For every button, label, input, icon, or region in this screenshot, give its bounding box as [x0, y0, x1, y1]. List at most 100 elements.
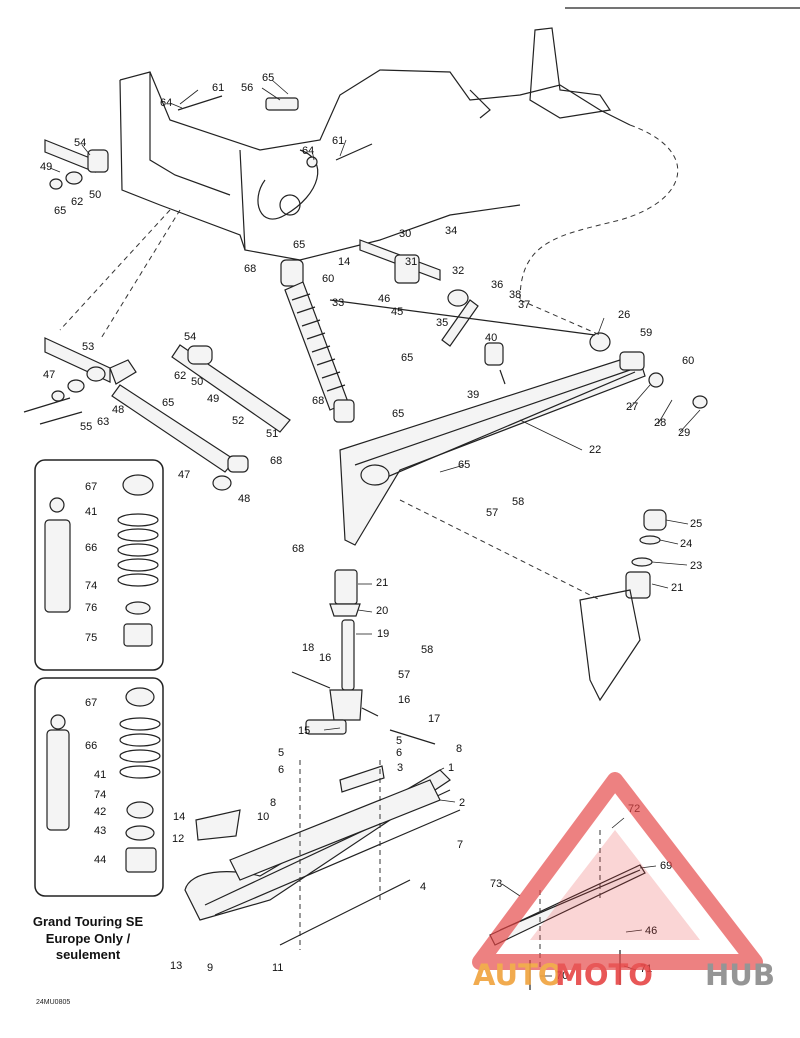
callout-29: 29	[678, 427, 690, 439]
callout-5: 5	[278, 747, 284, 759]
callout-48: 48	[112, 404, 124, 416]
callout-68b: 68	[312, 395, 324, 407]
callout-68: 68	[244, 263, 256, 275]
callout-6: 6	[278, 764, 284, 776]
callout-8b: 8	[456, 743, 462, 755]
callout-56: 56	[241, 82, 253, 94]
callout-66: 66	[85, 542, 97, 554]
callout-65b: 65	[262, 72, 274, 84]
ski-assembly	[184, 760, 461, 950]
callout-50: 50	[89, 189, 101, 201]
callout-76: 76	[85, 602, 97, 614]
center-link-assembly	[359, 239, 506, 385]
callout-3: 3	[397, 762, 403, 774]
callout-17: 17	[428, 713, 440, 725]
callout-30: 30	[399, 228, 411, 240]
callout-26: 26	[618, 309, 630, 321]
watermark-hub: HUB	[705, 958, 775, 992]
callout-10: 10	[257, 811, 269, 823]
callout-47b: 47	[178, 469, 190, 481]
callout-40: 40	[485, 332, 497, 344]
callout-11: 11	[272, 962, 283, 974]
inset-caption-line-3: seulement	[56, 947, 121, 962]
callout-61: 61	[212, 82, 224, 94]
callout-45: 45	[391, 306, 403, 318]
callout-62: 62	[71, 196, 83, 208]
callout-65c: 65	[293, 239, 305, 251]
callout-25: 25	[690, 518, 702, 530]
callout-4: 4	[420, 881, 426, 893]
callout-65d: 65	[162, 397, 174, 409]
callout-8: 8	[270, 797, 276, 809]
callout-32: 32	[452, 265, 464, 277]
callout-55: 55	[80, 421, 92, 433]
callout-16: 16	[319, 652, 331, 664]
callout-41b: 41	[94, 769, 106, 781]
callout-70: 70	[556, 970, 568, 982]
callout-62b: 62	[174, 370, 186, 382]
callout-41: 41	[85, 506, 97, 518]
callout-49: 49	[40, 161, 52, 173]
shock-absorber	[280, 259, 355, 423]
callout-23: 23	[690, 560, 702, 572]
trailing-arm	[329, 299, 708, 546]
spindle-assembly	[291, 569, 436, 745]
callout-54b: 54	[184, 331, 196, 343]
callout-60: 60	[322, 273, 334, 285]
callout-35: 35	[436, 317, 448, 329]
callout-7: 7	[457, 839, 463, 851]
upper-mounting-hardware	[44, 95, 373, 190]
inset-shock-variant-1	[34, 459, 164, 671]
callout-12: 12	[172, 833, 184, 845]
callout-2: 2	[459, 797, 465, 809]
callout-65g: 65	[458, 459, 470, 471]
callout-18: 18	[302, 642, 314, 654]
callout-20: 20	[376, 605, 388, 617]
callout-65f: 65	[401, 352, 413, 364]
callout-65e: 65	[392, 408, 404, 420]
callout-57: 57	[486, 507, 498, 519]
callout-16b: 16	[398, 694, 410, 706]
callout-14b: 14	[338, 256, 350, 268]
callout-65: 65	[54, 205, 66, 217]
callout-labels: 1 2 3 4 5 5 6 6 7 8 8 9 10 11 12 13 14 1…	[40, 72, 702, 982]
callout-37: 37	[518, 299, 530, 311]
automotohub-watermark: AUTO MOTO HUB	[472, 772, 775, 992]
callout-68c: 68	[270, 455, 282, 467]
callout-61b: 61	[332, 135, 344, 147]
callout-42: 42	[94, 806, 106, 818]
callout-58: 58	[512, 496, 524, 508]
callout-14: 14	[173, 811, 185, 823]
callout-46b: 46	[645, 925, 657, 937]
callout-74b: 74	[94, 789, 106, 801]
callout-13: 13	[170, 960, 182, 972]
callout-47: 47	[43, 369, 55, 381]
callout-75: 75	[85, 632, 97, 644]
callout-50b: 50	[191, 376, 203, 388]
callout-27: 27	[626, 401, 638, 413]
callout-21b: 21	[671, 582, 683, 594]
callout-31: 31	[405, 256, 417, 268]
callout-1: 1	[448, 762, 454, 774]
callout-67b: 67	[85, 697, 97, 709]
callout-44: 44	[94, 854, 106, 866]
callout-49b: 49	[207, 393, 219, 405]
leader-lines	[49, 79, 701, 977]
callout-5b: 5	[396, 735, 402, 747]
callout-67: 67	[85, 481, 97, 493]
callout-22: 22	[589, 444, 601, 456]
callout-63: 63	[97, 416, 109, 428]
callout-34: 34	[445, 225, 457, 237]
callout-21: 21	[376, 577, 388, 589]
callout-74: 74	[85, 580, 97, 592]
callout-15: 15	[298, 725, 310, 737]
callout-73: 73	[490, 878, 502, 890]
callout-33: 33	[332, 297, 344, 309]
inset-shock-variant-2	[34, 677, 164, 897]
callout-39: 39	[467, 389, 479, 401]
callout-66b: 66	[85, 740, 97, 752]
right-spindle-parts	[399, 499, 667, 702]
watermark-moto: MOTO	[555, 958, 653, 992]
callout-64: 64	[160, 97, 172, 109]
callout-6b: 6	[396, 747, 402, 759]
